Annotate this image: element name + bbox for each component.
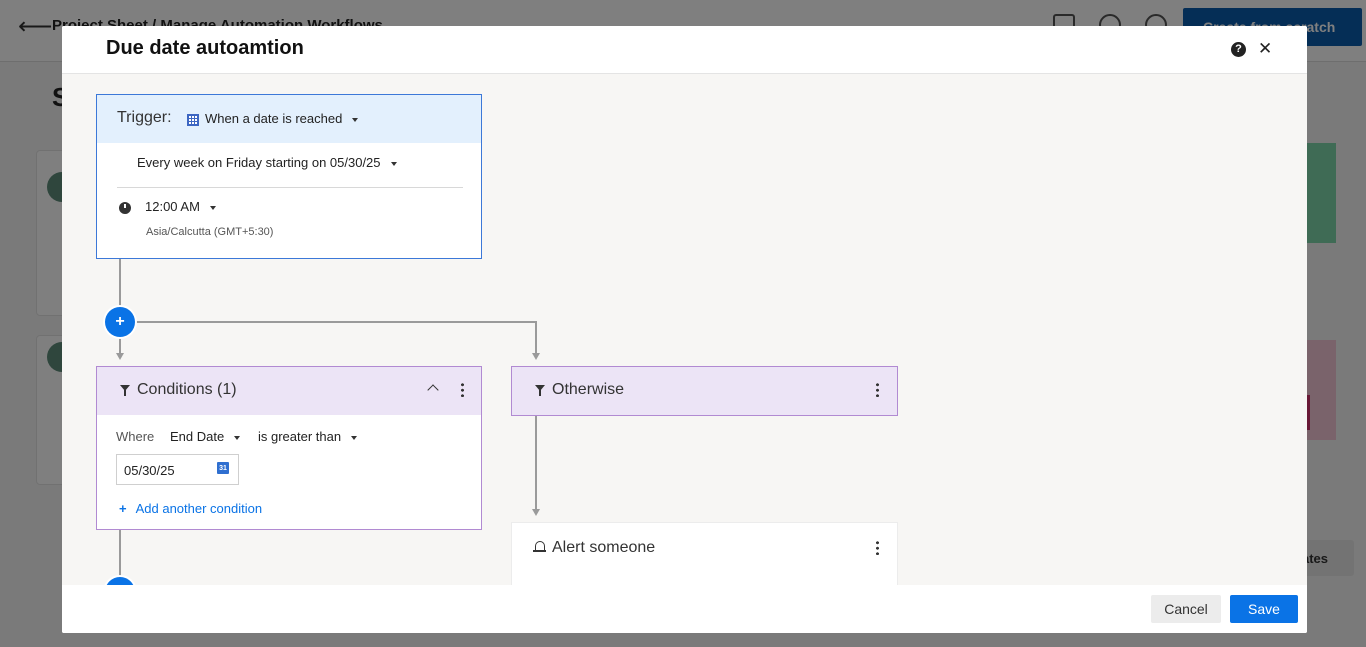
workflow-canvas[interactable]: + + Trigger: When a date is reached Ever… (62, 74, 1307, 585)
time-value: 12:00 AM (145, 199, 200, 214)
connector-line (535, 321, 537, 354)
caret-down-icon (390, 161, 397, 166)
arrow-down-icon (532, 353, 540, 360)
divider (117, 187, 463, 188)
add-step-button[interactable]: + (105, 307, 135, 337)
frequency-value: Every week on Friday starting on 05/30/2… (137, 155, 381, 170)
operator-value: is greater than (258, 429, 342, 444)
conditions-card[interactable]: Conditions (1) Where End Date is greater… (96, 366, 482, 530)
trigger-label: Trigger: (117, 109, 172, 126)
funnel-icon (120, 385, 130, 396)
date-value: 05/30/25 (124, 463, 175, 478)
otherwise-title: Otherwise (552, 381, 625, 398)
field-value: End Date (170, 429, 225, 444)
trigger-type-value: When a date is reached (205, 111, 343, 126)
save-button[interactable]: Save (1230, 595, 1298, 623)
connector-line (119, 530, 121, 578)
where-label: Where (116, 429, 155, 444)
connector-line (119, 336, 121, 354)
caret-down-icon (351, 435, 358, 440)
arrow-down-icon (116, 353, 124, 360)
trigger-header: Trigger: When a date is reached (97, 95, 481, 143)
clock-icon (119, 202, 131, 214)
otherwise-card[interactable]: Otherwise (511, 366, 898, 416)
modal-header: Due date autoamtion ? ✕ (62, 26, 1307, 74)
chevron-up-icon[interactable] (427, 384, 439, 396)
automation-modal: Due date autoamtion ? ✕ + + Trigger: Whe… (62, 26, 1307, 633)
add-step-button[interactable]: + (105, 577, 135, 585)
otherwise-header: Otherwise (512, 367, 897, 415)
arrow-down-icon (532, 509, 540, 516)
caret-down-icon (209, 205, 216, 210)
operator-select[interactable]: is greater than (258, 429, 358, 444)
conditions-header: Conditions (1) (97, 367, 481, 415)
plus-icon: + (119, 501, 127, 516)
trigger-card[interactable]: Trigger: When a date is reached Every we… (96, 94, 482, 259)
alert-title: Alert someone (552, 539, 656, 556)
frequency-select[interactable]: Every week on Friday starting on 05/30/2… (137, 155, 397, 170)
cancel-button[interactable]: Cancel (1151, 595, 1221, 623)
date-picker-icon[interactable]: 31 (217, 462, 229, 474)
bell-icon (533, 541, 546, 552)
date-input[interactable]: 05/30/25 (116, 454, 239, 485)
connector-line (119, 259, 121, 321)
close-icon[interactable]: ✕ (1258, 39, 1273, 58)
add-condition-label: Add another condition (135, 501, 263, 516)
connector-line (535, 416, 537, 510)
modal-footer: Cancel Save (62, 585, 1307, 633)
field-select[interactable]: End Date (170, 429, 241, 444)
time-select[interactable]: 12:00 AM (145, 199, 216, 214)
caret-down-icon (234, 435, 241, 440)
kebab-icon[interactable] (876, 540, 879, 555)
calendar-icon (187, 114, 199, 126)
modal-title: Due date autoamtion (106, 37, 304, 59)
conditions-title: Conditions (1) (137, 381, 237, 398)
kebab-icon[interactable] (876, 382, 879, 397)
trigger-type-select[interactable]: When a date is reached (205, 111, 359, 126)
kebab-icon[interactable] (461, 382, 464, 397)
funnel-icon (535, 385, 545, 396)
connector-line (135, 321, 537, 323)
timezone-label: Asia/Calcutta (GMT+5:30) (146, 226, 274, 238)
help-icon[interactable]: ? (1231, 42, 1246, 57)
add-condition-link[interactable]: + Add another condition (119, 501, 262, 516)
caret-down-icon (352, 117, 359, 122)
alert-card[interactable]: Alert someone (511, 522, 898, 585)
